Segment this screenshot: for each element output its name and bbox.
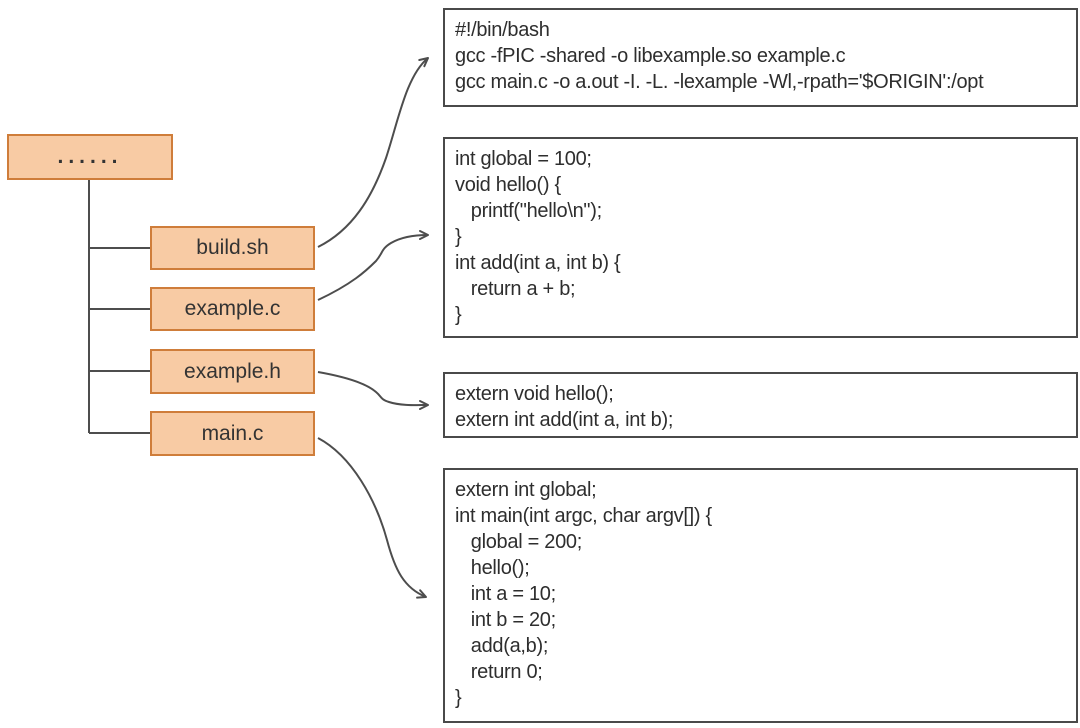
arrow-example-h-to-code — [317, 371, 429, 411]
arrow-example-c-to-code — [317, 230, 429, 301]
root-folder-label: ...... — [57, 145, 123, 168]
code-box-example-h: extern void hello(); extern int add(int … — [443, 372, 1078, 438]
code-box-example-c: int global = 100; void hello() { printf(… — [443, 137, 1078, 338]
file-box-build-sh: build.sh — [150, 226, 315, 270]
code-box-main-c: extern int global; int main(int argc, ch… — [443, 468, 1078, 723]
file-box-example-c: example.c — [150, 287, 315, 331]
arrow-build-sh-to-code — [317, 57, 429, 248]
file-label-example-h: example.h — [184, 359, 281, 383]
root-folder-box: ...... — [7, 134, 173, 180]
file-box-example-h: example.h — [150, 349, 315, 394]
file-label-build-sh: build.sh — [196, 236, 269, 259]
file-box-main-c: main.c — [150, 411, 315, 456]
arrow-main-c-to-code — [317, 437, 427, 599]
code-box-build-sh: #!/bin/bash gcc -fPIC -shared -o libexam… — [443, 8, 1078, 107]
file-label-example-c: example.c — [184, 297, 281, 320]
file-label-main-c: main.c — [201, 421, 264, 445]
